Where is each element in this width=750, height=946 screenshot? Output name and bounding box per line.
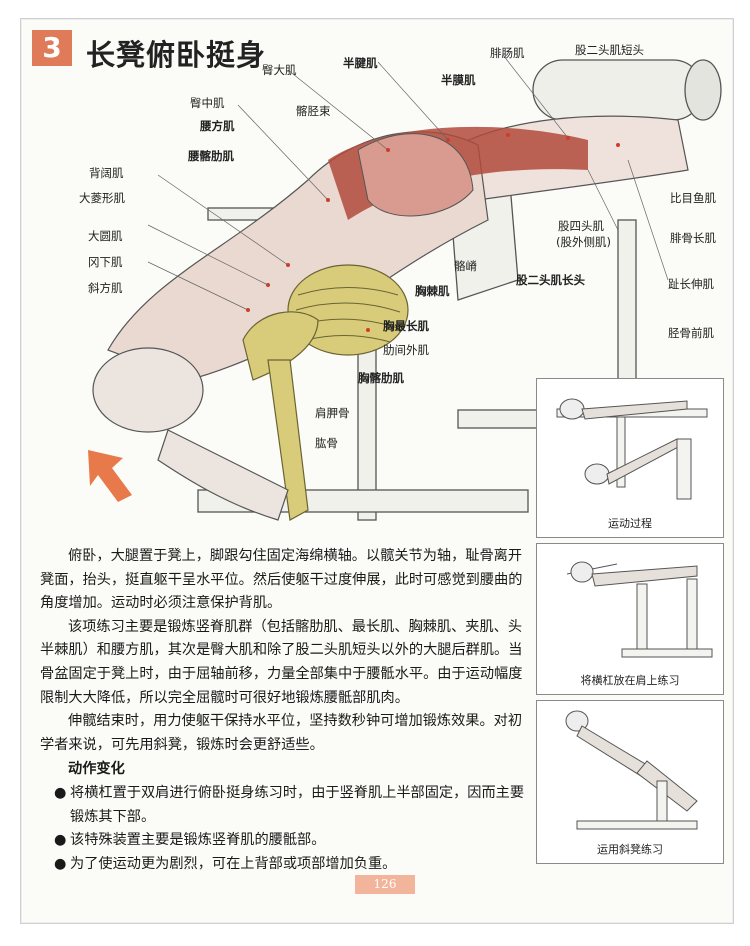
page-number: 126 — [355, 875, 415, 894]
muscle-label: 胸髂肋肌 — [358, 371, 404, 385]
gluteus-muscle — [357, 133, 474, 217]
muscle-label: 臀大肌 — [262, 63, 297, 77]
paragraph: 俯卧，大腿置于凳上，脚跟勾住固定海绵横轴。以髋关节为轴，耻骨离开凳面，抬头，挺直… — [40, 548, 523, 612]
variation-text: 为了使运动更为剧烈，可在上背部或项部增加负重。 — [70, 855, 397, 872]
muscle-label: 臀中肌 — [190, 96, 225, 110]
paragraph: 该项练习主要是锻炼竖脊肌群（包括髂肋肌、最长肌、胸棘肌、夹肌、头半棘肌）和腰方肌… — [40, 618, 523, 706]
muscle-label: 肋间外肌 — [383, 343, 429, 357]
panel-motion-process: 运动过程 — [536, 378, 724, 538]
muscle-label: 腰方肌 — [200, 119, 235, 133]
variation-item: ●将横杠置于双肩进行俯卧挺身练习时，由于竖脊肌上半部固定，因而主要锻炼其下部。 — [40, 782, 530, 829]
variations-heading: 动作变化 — [68, 761, 125, 778]
muscle-label: 半腱肌 — [343, 56, 378, 70]
page-title: 长凳俯卧挺身 — [86, 38, 267, 72]
bullet-icon: ● — [54, 832, 67, 849]
muscle-label: 骼嵴 — [454, 259, 477, 273]
muscle-label: 腓骨长肌 — [670, 231, 716, 245]
panel-bar-on-shoulders: 将横杠放在肩上练习 — [536, 543, 724, 695]
muscle-label: 大菱形肌 — [79, 191, 125, 205]
muscle-label: 胸棘肌 — [415, 284, 450, 298]
variation-item: ●为了使运动更为剧烈，可在上背部或项部增加负重。 — [40, 853, 530, 877]
muscle-label: 股二头肌短头 — [575, 43, 644, 57]
panel-incline-bench: 运用斜凳练习 — [536, 700, 724, 864]
muscle-label: (股外侧肌) — [556, 235, 611, 249]
bullet-icon: ● — [54, 784, 67, 801]
panel-caption: 将横杠放在肩上练习 — [580, 674, 680, 687]
head — [92, 347, 204, 433]
main-illustration — [88, 54, 722, 521]
muscle-label: 背阔肌 — [89, 166, 124, 180]
muscle-label: 比目鱼肌 — [670, 191, 716, 205]
panel-illustration — [566, 561, 713, 658]
arm — [157, 429, 289, 521]
muscle-label: 股四头肌 — [558, 219, 604, 233]
muscle-label: 腓肠肌 — [490, 46, 525, 60]
panel-illustration — [565, 710, 698, 830]
foot-pad — [532, 59, 722, 121]
motion-arrow — [88, 450, 132, 502]
muscle-label: 胫骨前肌 — [668, 326, 714, 340]
variation-item: ●该特殊装置主要是锻炼竖脊肌的腰骶部。 — [40, 829, 530, 853]
section-number-badge: 3 — [32, 30, 72, 66]
humerus — [267, 359, 309, 521]
muscle-label: 斜方肌 — [88, 281, 123, 295]
paragraph: 伸髋结束时，用力使躯干保持水平位，坚持数秒钟可增加锻炼效果。对初学者来说，可先用… — [40, 713, 523, 753]
ribcage — [287, 264, 409, 356]
panel-illustration — [556, 398, 708, 500]
panel-caption: 运用斜凳练习 — [597, 843, 663, 856]
muscle-label: 肱骨 — [315, 436, 338, 450]
muscle-label: 冈下肌 — [88, 255, 123, 269]
bullet-icon: ● — [54, 855, 67, 872]
muscle-label: 腰髂肋肌 — [188, 149, 234, 163]
muscle-label: 髂胫束 — [296, 104, 331, 118]
muscle-label: 大圆肌 — [88, 229, 123, 243]
variation-text: 该特殊装置主要是锻炼竖脊肌的腰骶部。 — [70, 832, 326, 849]
body-text: 俯卧，大腿置于凳上，脚跟勾住固定海绵横轴。以髋关节为轴，耻骨离开凳面，抬头，挺直… — [40, 545, 530, 876]
muscle-label: 趾长伸肌 — [668, 277, 714, 291]
muscle-label: 股二头肌长头 — [516, 273, 585, 287]
variation-text: 将横杠置于双肩进行俯卧挺身练习时，由于竖脊肌上半部固定，因而主要锻炼其下部。 — [70, 784, 525, 825]
variations-list: ●将横杠置于双肩进行俯卧挺身练习时，由于竖脊肌上半部固定，因而主要锻炼其下部。 … — [40, 782, 530, 876]
muscle-label: 胸最长肌 — [383, 319, 429, 333]
muscle-label: 半膜肌 — [441, 73, 476, 87]
panel-caption: 运动过程 — [608, 517, 652, 530]
muscle-label: 肩胛骨 — [315, 406, 350, 420]
